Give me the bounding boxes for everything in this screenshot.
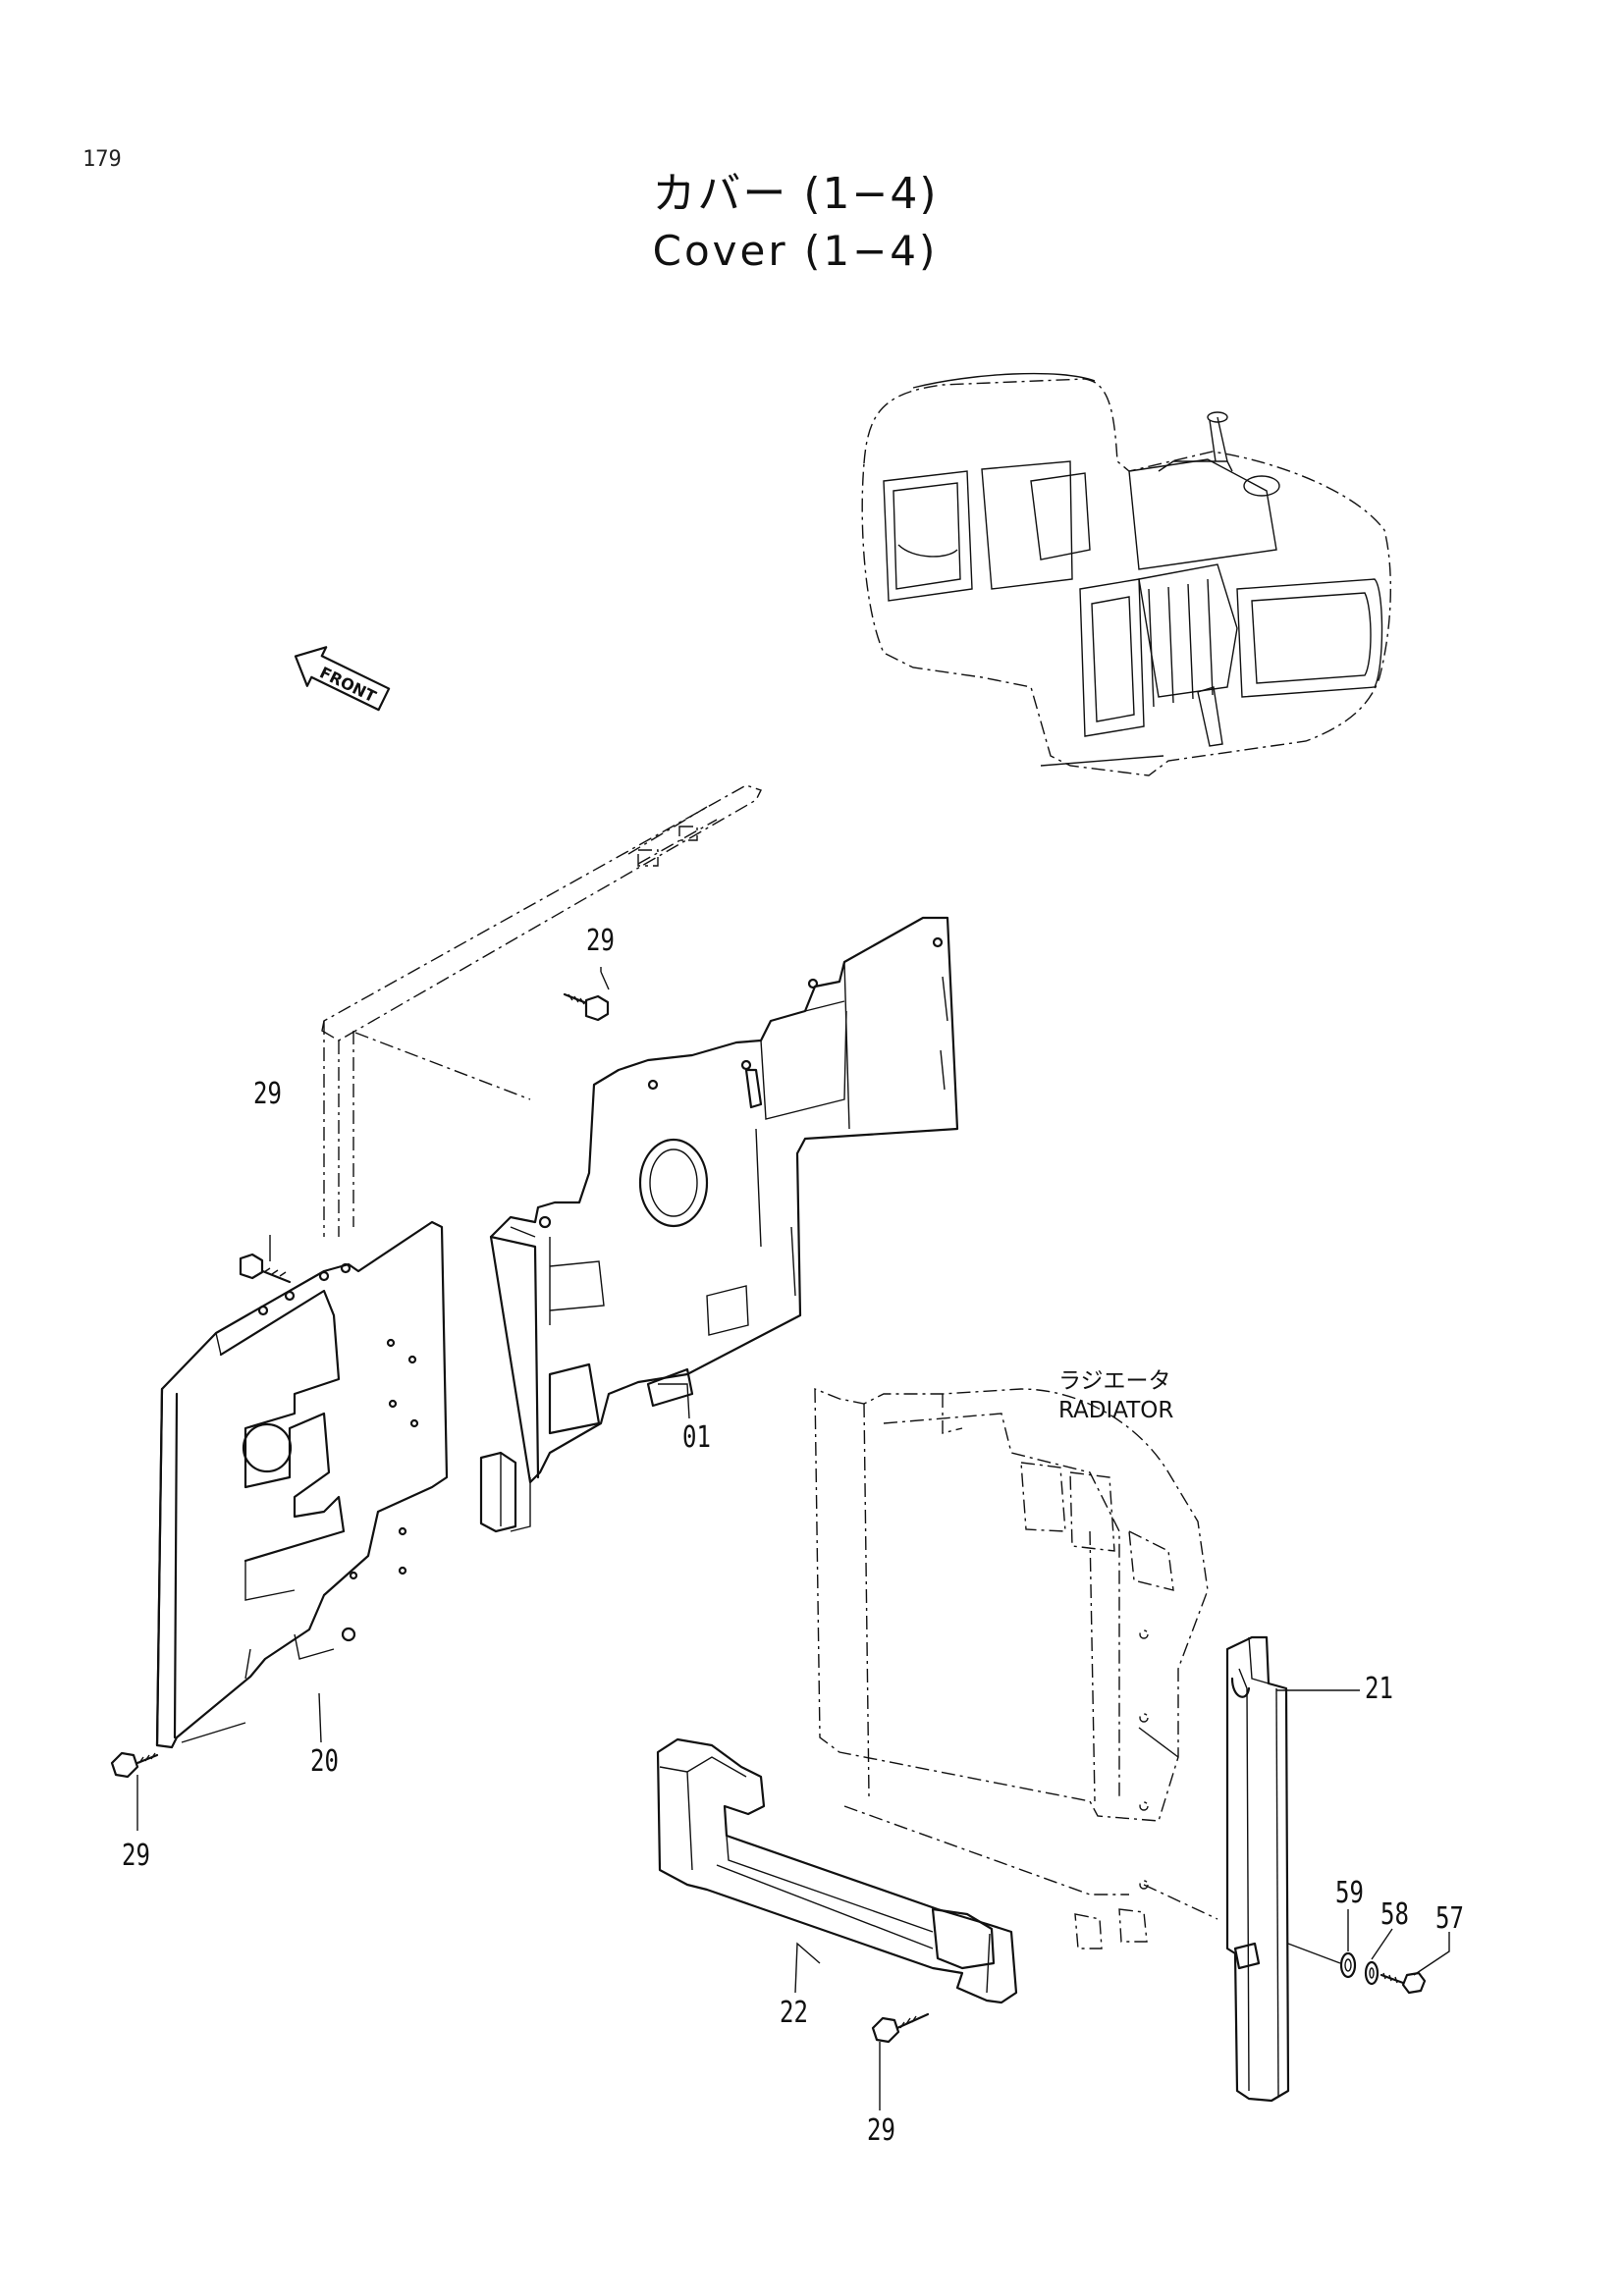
part-21-vertical-support bbox=[1225, 1635, 1290, 2103]
washer-59 bbox=[1339, 1951, 1357, 1979]
title-english: Cover (1−4) bbox=[652, 227, 939, 275]
page-title: カバー (1−4) Cover (1−4) bbox=[550, 165, 1041, 279]
radiator bbox=[814, 1387, 1218, 1949]
callout-29-left: 29 bbox=[253, 1076, 282, 1111]
bolt-57 bbox=[1380, 1971, 1427, 1995]
excavator-overview bbox=[861, 372, 1391, 776]
frame-rail bbox=[321, 784, 762, 1237]
callout-29-top: 29 bbox=[586, 923, 615, 958]
callout-29-bottom: 29 bbox=[867, 2112, 895, 2148]
bolt-29-bottom bbox=[871, 2012, 930, 2044]
bolt-29-top bbox=[563, 992, 610, 1022]
leader-lines bbox=[136, 967, 1450, 2110]
page-number: 179 bbox=[82, 147, 122, 172]
callout-01: 01 bbox=[682, 1419, 711, 1455]
radiator-label-japanese: ラジエータ bbox=[1058, 1368, 1171, 1394]
front-arrow: FRONT bbox=[294, 646, 391, 712]
callout-22: 22 bbox=[780, 1995, 808, 2030]
washer-58 bbox=[1364, 1960, 1380, 1986]
radiator-label: ラジエータ RADIATOR bbox=[1058, 1366, 1173, 1425]
callout-20: 20 bbox=[310, 1743, 339, 1779]
part-22-bottom-support bbox=[656, 1737, 1018, 2004]
callout-59: 59 bbox=[1335, 1875, 1364, 1910]
bolt-29-left bbox=[239, 1253, 292, 1284]
callout-21: 21 bbox=[1365, 1671, 1393, 1706]
radiator-label-english: RADIATOR bbox=[1058, 1398, 1174, 1423]
part-01-side-cover bbox=[479, 916, 959, 1533]
bolt-29-bottom-left bbox=[110, 1751, 159, 1779]
callout-29-bottom-left: 29 bbox=[122, 1838, 150, 1873]
title-japanese: カバー (1−4) bbox=[652, 169, 939, 219]
callout-58: 58 bbox=[1380, 1896, 1409, 1932]
callout-57: 57 bbox=[1435, 1900, 1464, 1936]
part-20-left-cover bbox=[155, 1220, 449, 1749]
